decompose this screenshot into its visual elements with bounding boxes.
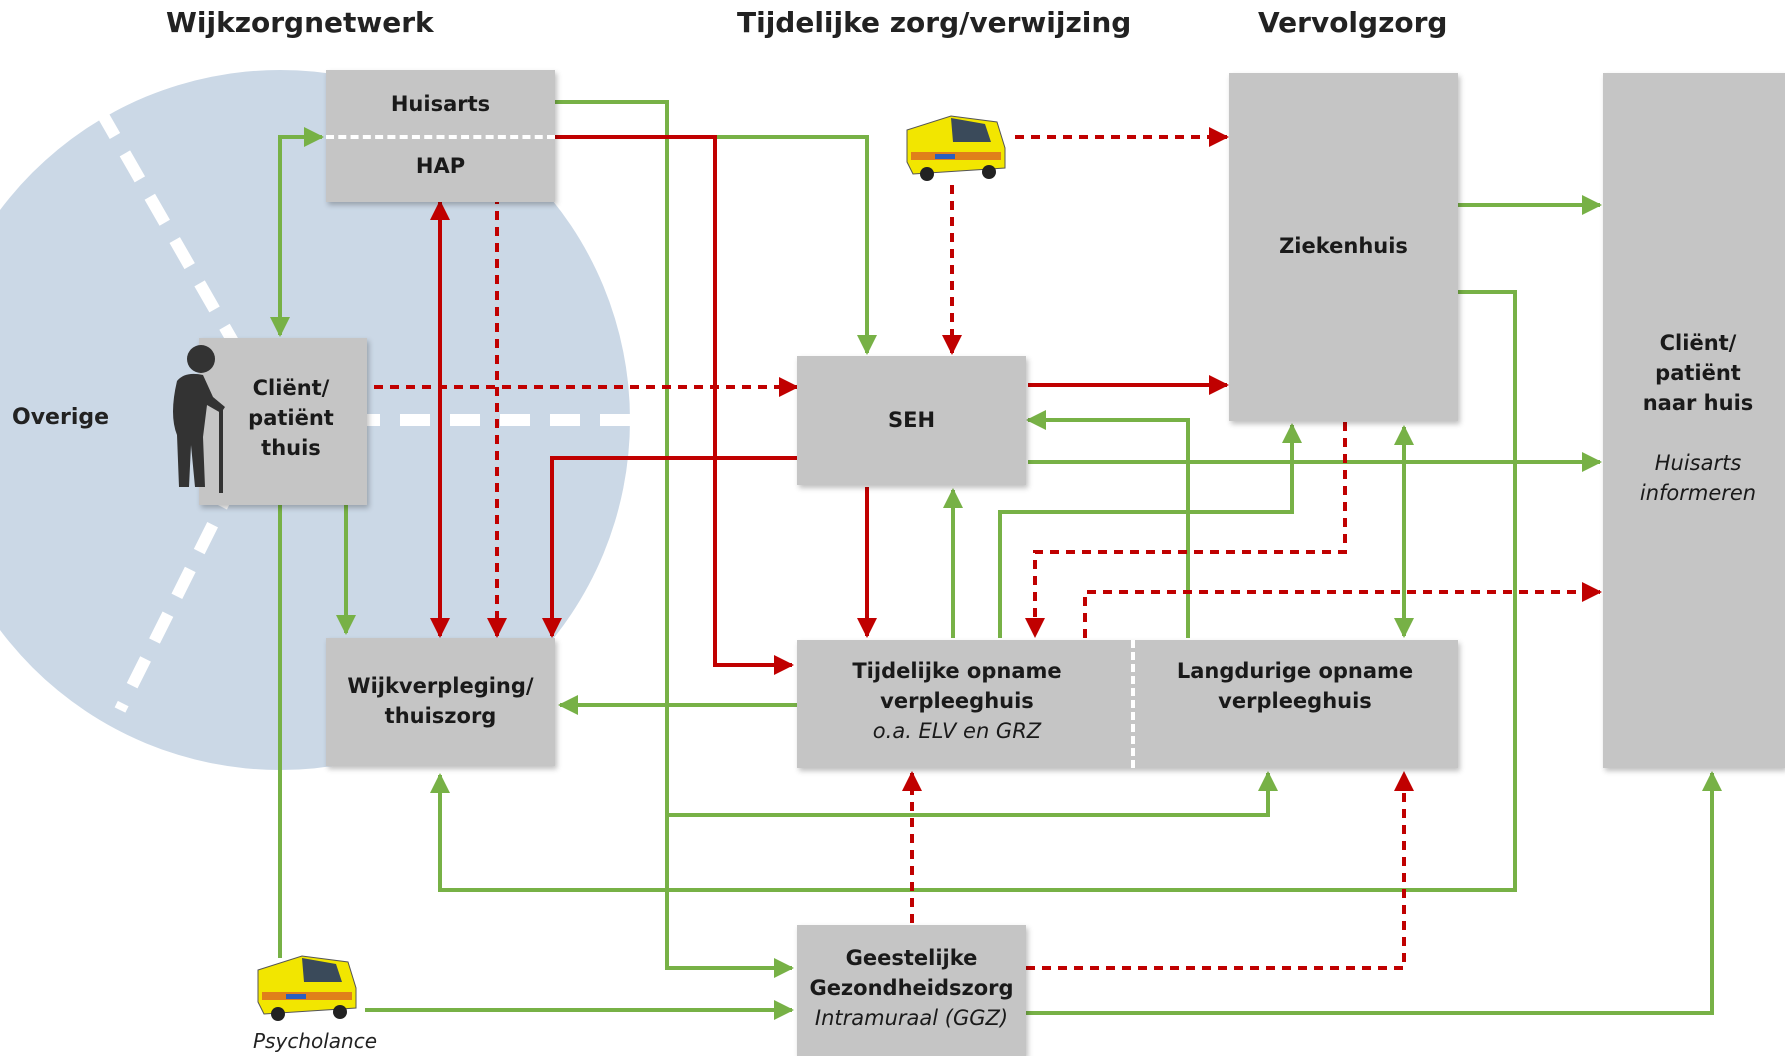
label-hap: HAP: [415, 154, 466, 178]
box-ggz: [797, 925, 1026, 1056]
home-line-4: Huisarts: [1654, 451, 1742, 475]
label-wijkverpleging: Wijkverpleging/ thuiszorg: [326, 671, 555, 731]
client-line-3: thuis: [261, 436, 321, 460]
header-vervolgzorg: Vervolgzorg: [1258, 6, 1448, 39]
box-seh: [797, 356, 1026, 485]
lang-line-2: verpleeghuis: [1218, 689, 1372, 713]
label-seh: SEH: [887, 408, 936, 432]
wijk-line-1: Wijkverpleging/: [347, 674, 534, 698]
client-line-2: patiënt: [248, 406, 334, 430]
ambulance-icon: [906, 115, 1006, 181]
label-ggz: Geestelijke Gezondheidszorg Intramuraal …: [787, 943, 1036, 1033]
box-wijkverpleging: [326, 638, 555, 766]
tijdelijk-line-1: Tijdelijke opname: [852, 659, 1062, 683]
wijk-line-2: thuiszorg: [384, 704, 497, 728]
label-client-naar-huis: Cliënt/ patiënt naar huis Huisarts infor…: [1613, 328, 1783, 508]
red-arrows: [430, 135, 1229, 675]
home-line-1: Cliënt/: [1659, 331, 1737, 355]
psycholance-ambulance-icon: [257, 955, 357, 1021]
label-overige: Overige: [12, 405, 110, 430]
elderly-person-icon: [173, 345, 225, 493]
box-client-naar-huis: [1603, 73, 1785, 768]
box-ziekenhuis: [1229, 73, 1458, 421]
client-line-1: Cliënt/: [252, 376, 330, 400]
ggz-line-3: Intramuraal (GGZ): [814, 1006, 1009, 1030]
tijdelijk-line-2: verpleeghuis: [880, 689, 1034, 713]
label-tijdelijke-opname: Tijdelijke opname verpleeghuis o.a. ELV …: [797, 656, 1117, 746]
label-ziekenhuis: Ziekenhuis: [1279, 234, 1408, 258]
header-wijkzorgnetwerk: Wijkzorgnetwerk: [166, 6, 434, 39]
header-tijdelijke-zorg: Tijdelijke zorg/verwijzing: [737, 6, 1132, 39]
tijdelijk-line-3: o.a. ELV en GRZ: [872, 719, 1042, 743]
green-arrows: [270, 100, 1722, 1020]
home-line-3: naar huis: [1642, 391, 1754, 415]
label-client-thuis: Cliënt/ patiënt thuis: [216, 373, 366, 463]
box-opname-verpleeghuis: [797, 640, 1458, 768]
home-line-5: informeren: [1639, 481, 1757, 505]
circle-dividers: [94, 107, 630, 713]
ggz-line-1: Geestelijke: [845, 946, 978, 970]
ggz-line-2: Gezondheidszorg: [809, 976, 1014, 1000]
label-langdurige-opname: Langdurige opname verpleeghuis: [1135, 656, 1455, 716]
home-line-2: patiënt: [1655, 361, 1741, 385]
box-client-thuis: [199, 338, 367, 505]
box-huisarts-hap: [326, 70, 555, 202]
label-psycholance: Psycholance: [253, 1029, 378, 1053]
label-huisarts: Huisarts: [390, 92, 491, 116]
lang-line-1: Langdurige opname: [1176, 659, 1414, 683]
